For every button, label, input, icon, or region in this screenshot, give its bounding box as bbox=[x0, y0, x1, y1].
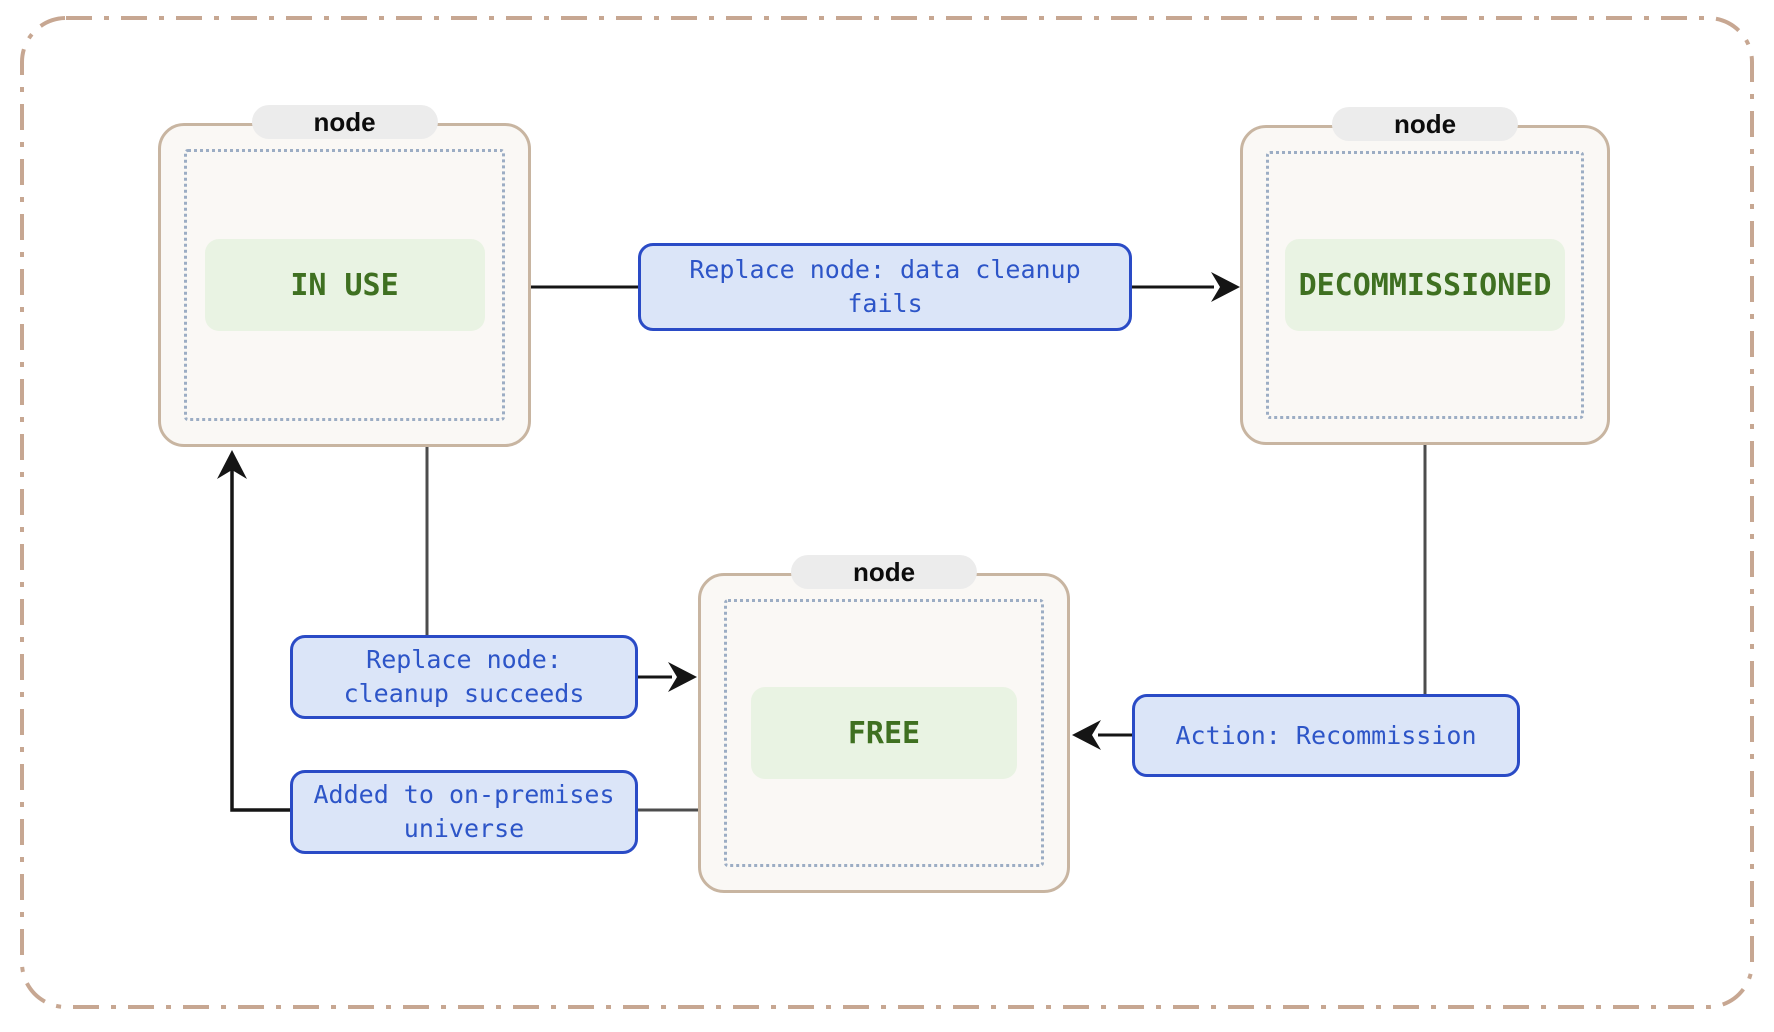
edge-replace-succeeds-arrowhead bbox=[668, 662, 697, 692]
diagram-outer-dashed-border bbox=[20, 16, 1754, 1009]
edge-label-replace-cleanup-succeeds: Replace node: cleanup succeeds bbox=[290, 635, 638, 719]
node-type-pill: node bbox=[251, 105, 438, 139]
edge-label-added-to-on-premises-universe: Added to on-premises universe bbox=[290, 770, 638, 854]
edge-replace-fails-arrowhead bbox=[1211, 272, 1240, 302]
state-node-free: node FREE bbox=[698, 555, 1070, 893]
state-badge-decommissioned: DECOMMISSIONED bbox=[1285, 239, 1565, 331]
node-inner-dotted-frame: FREE bbox=[724, 599, 1044, 867]
node-inner-dotted-frame: DECOMMISSIONED bbox=[1266, 151, 1584, 419]
node-inner-dotted-frame: IN USE bbox=[184, 149, 505, 421]
edge-added-universe-line bbox=[230, 464, 290, 812]
state-badge-free: FREE bbox=[751, 687, 1017, 779]
edge-recommission-arrowhead bbox=[1072, 720, 1101, 750]
node-type-pill: node bbox=[1331, 107, 1519, 141]
state-node-decommissioned: node DECOMMISSIONED bbox=[1240, 107, 1610, 445]
state-node-in-use: node IN USE bbox=[158, 105, 531, 447]
edge-label-replace-data-cleanup-fails: Replace node: data cleanup fails bbox=[638, 243, 1132, 331]
edge-added-universe-arrowhead bbox=[217, 450, 247, 479]
edge-label-action-recommission: Action: Recommission bbox=[1132, 694, 1520, 777]
state-badge-in-use: IN USE bbox=[204, 239, 485, 331]
node-type-pill: node bbox=[790, 555, 978, 589]
